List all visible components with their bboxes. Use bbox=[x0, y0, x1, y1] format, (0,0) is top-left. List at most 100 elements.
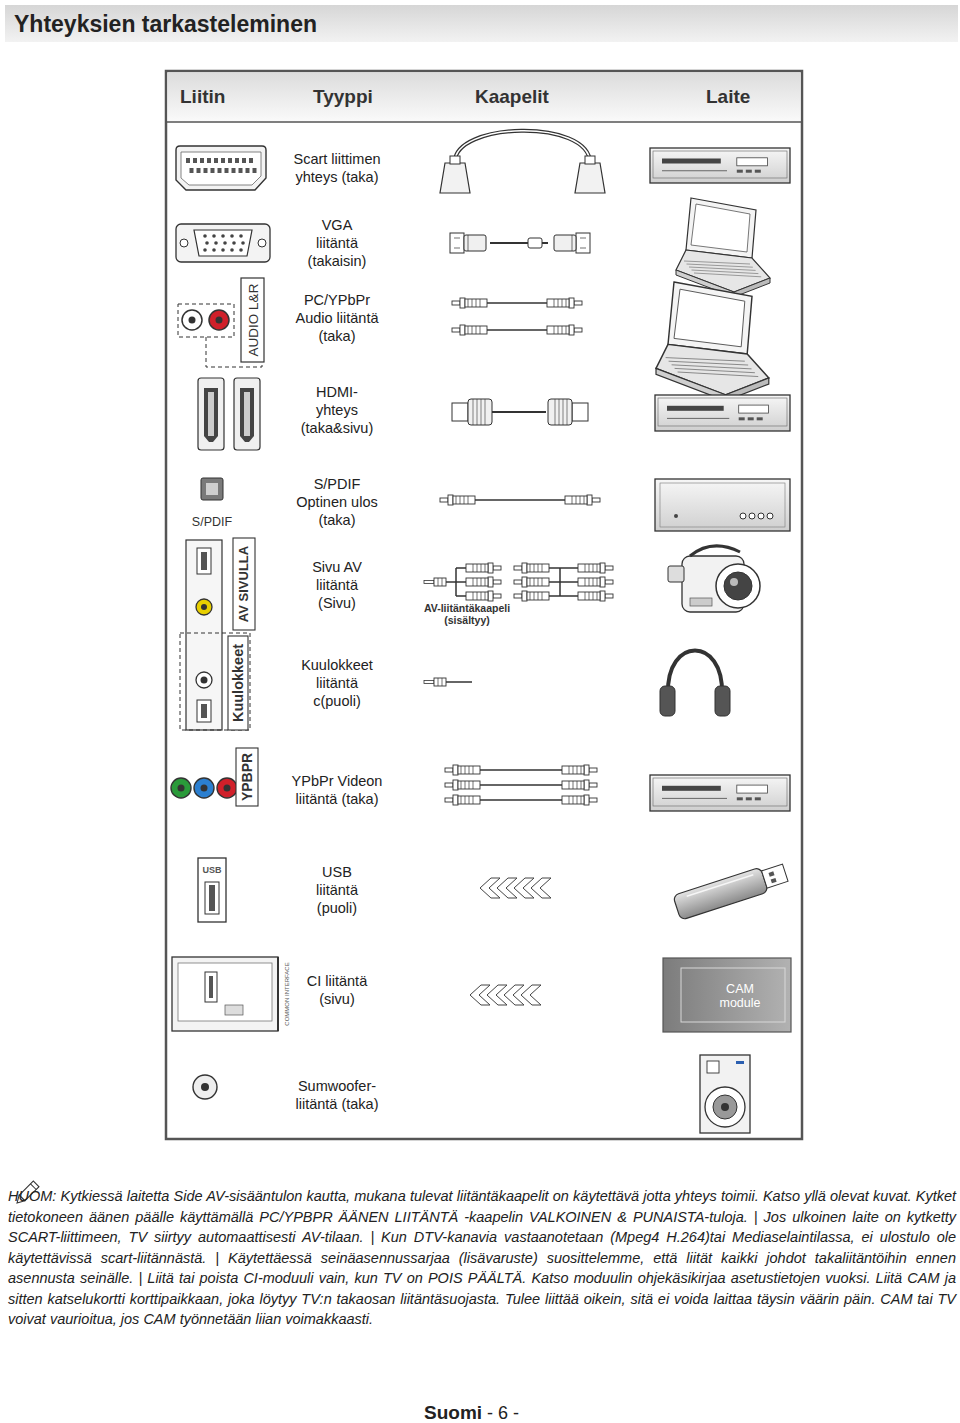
title-band bbox=[5, 5, 958, 42]
amp-knob bbox=[749, 513, 755, 519]
plug-collar bbox=[488, 563, 493, 573]
camcorder-icon bbox=[668, 546, 760, 612]
lens-glint bbox=[730, 578, 738, 586]
plug-ridge bbox=[461, 796, 462, 804]
plug-ridge bbox=[569, 781, 570, 789]
label-frame bbox=[236, 748, 258, 806]
scart-pin bbox=[211, 168, 215, 173]
rca-plug bbox=[565, 495, 600, 505]
plug-body bbox=[548, 399, 572, 425]
plug-ridge bbox=[585, 578, 586, 586]
plug-ridge bbox=[456, 496, 457, 504]
plug-collar bbox=[448, 495, 453, 505]
device-front bbox=[653, 778, 787, 806]
plug-ridge bbox=[485, 564, 486, 572]
plug-ridge bbox=[473, 564, 474, 572]
vga-pin bbox=[230, 248, 234, 252]
plug-tip bbox=[514, 566, 522, 570]
usb-port bbox=[205, 882, 219, 914]
device-button bbox=[755, 797, 761, 800]
plug-ridge bbox=[481, 564, 482, 572]
side-panel bbox=[186, 540, 222, 730]
cable-wire bbox=[487, 302, 547, 304]
dvd-recorder-icon bbox=[655, 395, 790, 431]
plug-ridge bbox=[593, 592, 594, 600]
vga-pin bbox=[221, 248, 225, 252]
connector-label: AV SIVULLA bbox=[236, 546, 252, 622]
plug-ridge bbox=[589, 564, 590, 572]
component-socket bbox=[194, 778, 214, 798]
vga-pin bbox=[214, 241, 218, 245]
jack-body bbox=[434, 678, 446, 686]
device-button bbox=[755, 170, 761, 173]
disc-slot bbox=[662, 159, 721, 164]
plug-ridge bbox=[562, 299, 563, 307]
connector-hole bbox=[768, 871, 774, 876]
amp-knob bbox=[758, 513, 764, 519]
plug-tip bbox=[514, 594, 522, 598]
keyboard-row bbox=[694, 273, 761, 277]
lens bbox=[724, 572, 752, 600]
plug-ridge bbox=[534, 578, 535, 586]
optical-opening bbox=[206, 483, 218, 495]
plug-ridge bbox=[481, 592, 482, 600]
disc-slot bbox=[662, 786, 721, 791]
cable-wire bbox=[492, 411, 546, 413]
scart-inner bbox=[181, 152, 261, 185]
rca-plug bbox=[578, 591, 613, 601]
rca-plug bbox=[445, 780, 480, 790]
plug-ridge bbox=[555, 399, 556, 425]
hdmi-port bbox=[198, 378, 224, 450]
plug-tip bbox=[493, 580, 501, 584]
vga-pin bbox=[203, 248, 207, 252]
plug-ridge bbox=[589, 578, 590, 586]
cable-wire bbox=[456, 567, 466, 569]
plug-ridge bbox=[473, 781, 474, 789]
insert-arrows bbox=[480, 878, 551, 898]
hdmi-plug bbox=[452, 399, 492, 425]
device-front bbox=[660, 483, 785, 527]
plug-ridge bbox=[569, 796, 570, 804]
plug-ridge bbox=[480, 326, 481, 334]
cable-wire bbox=[455, 131, 590, 163]
scart-pin bbox=[253, 168, 257, 173]
front-line bbox=[667, 418, 729, 419]
cable-wire bbox=[456, 595, 466, 597]
speaker-cap bbox=[721, 1103, 729, 1111]
plug-ridge bbox=[465, 796, 466, 804]
vga-pin bbox=[203, 234, 207, 238]
plug-tip bbox=[452, 328, 460, 332]
plug-body bbox=[554, 235, 576, 251]
red-socket bbox=[209, 310, 229, 330]
plug-ridge bbox=[538, 578, 539, 586]
plug-body bbox=[547, 326, 569, 334]
front-line bbox=[662, 798, 727, 799]
table-header bbox=[168, 73, 801, 122]
plug-ridge bbox=[530, 578, 531, 586]
speaker-badge bbox=[736, 1061, 744, 1064]
socket-hole bbox=[201, 1083, 209, 1091]
vga-pin bbox=[212, 248, 216, 252]
plug-shell bbox=[576, 233, 590, 253]
plug-ridge bbox=[469, 796, 470, 804]
rca-plug bbox=[562, 780, 597, 790]
plug-neck bbox=[450, 156, 460, 164]
plug-body bbox=[562, 781, 584, 789]
vga-screw bbox=[258, 239, 266, 247]
plug-ridge bbox=[477, 592, 478, 600]
plug-collar bbox=[522, 563, 527, 573]
scart-pin bbox=[214, 158, 218, 163]
vga-pin bbox=[232, 241, 236, 245]
plug-ridge bbox=[461, 766, 462, 774]
usb-socket-icon bbox=[198, 858, 226, 922]
viewfinder bbox=[668, 566, 684, 582]
dashed-outline bbox=[178, 304, 234, 337]
connector-type: PC/YPbPr Audio liitäntä (taka) bbox=[286, 291, 388, 345]
jack-tip bbox=[424, 681, 434, 684]
vga-pin bbox=[221, 234, 225, 238]
amp-knob bbox=[767, 513, 773, 519]
vga-pin bbox=[241, 241, 245, 245]
plug-ridge bbox=[581, 781, 582, 789]
plug-ridge bbox=[477, 564, 478, 572]
device-button bbox=[746, 797, 752, 800]
